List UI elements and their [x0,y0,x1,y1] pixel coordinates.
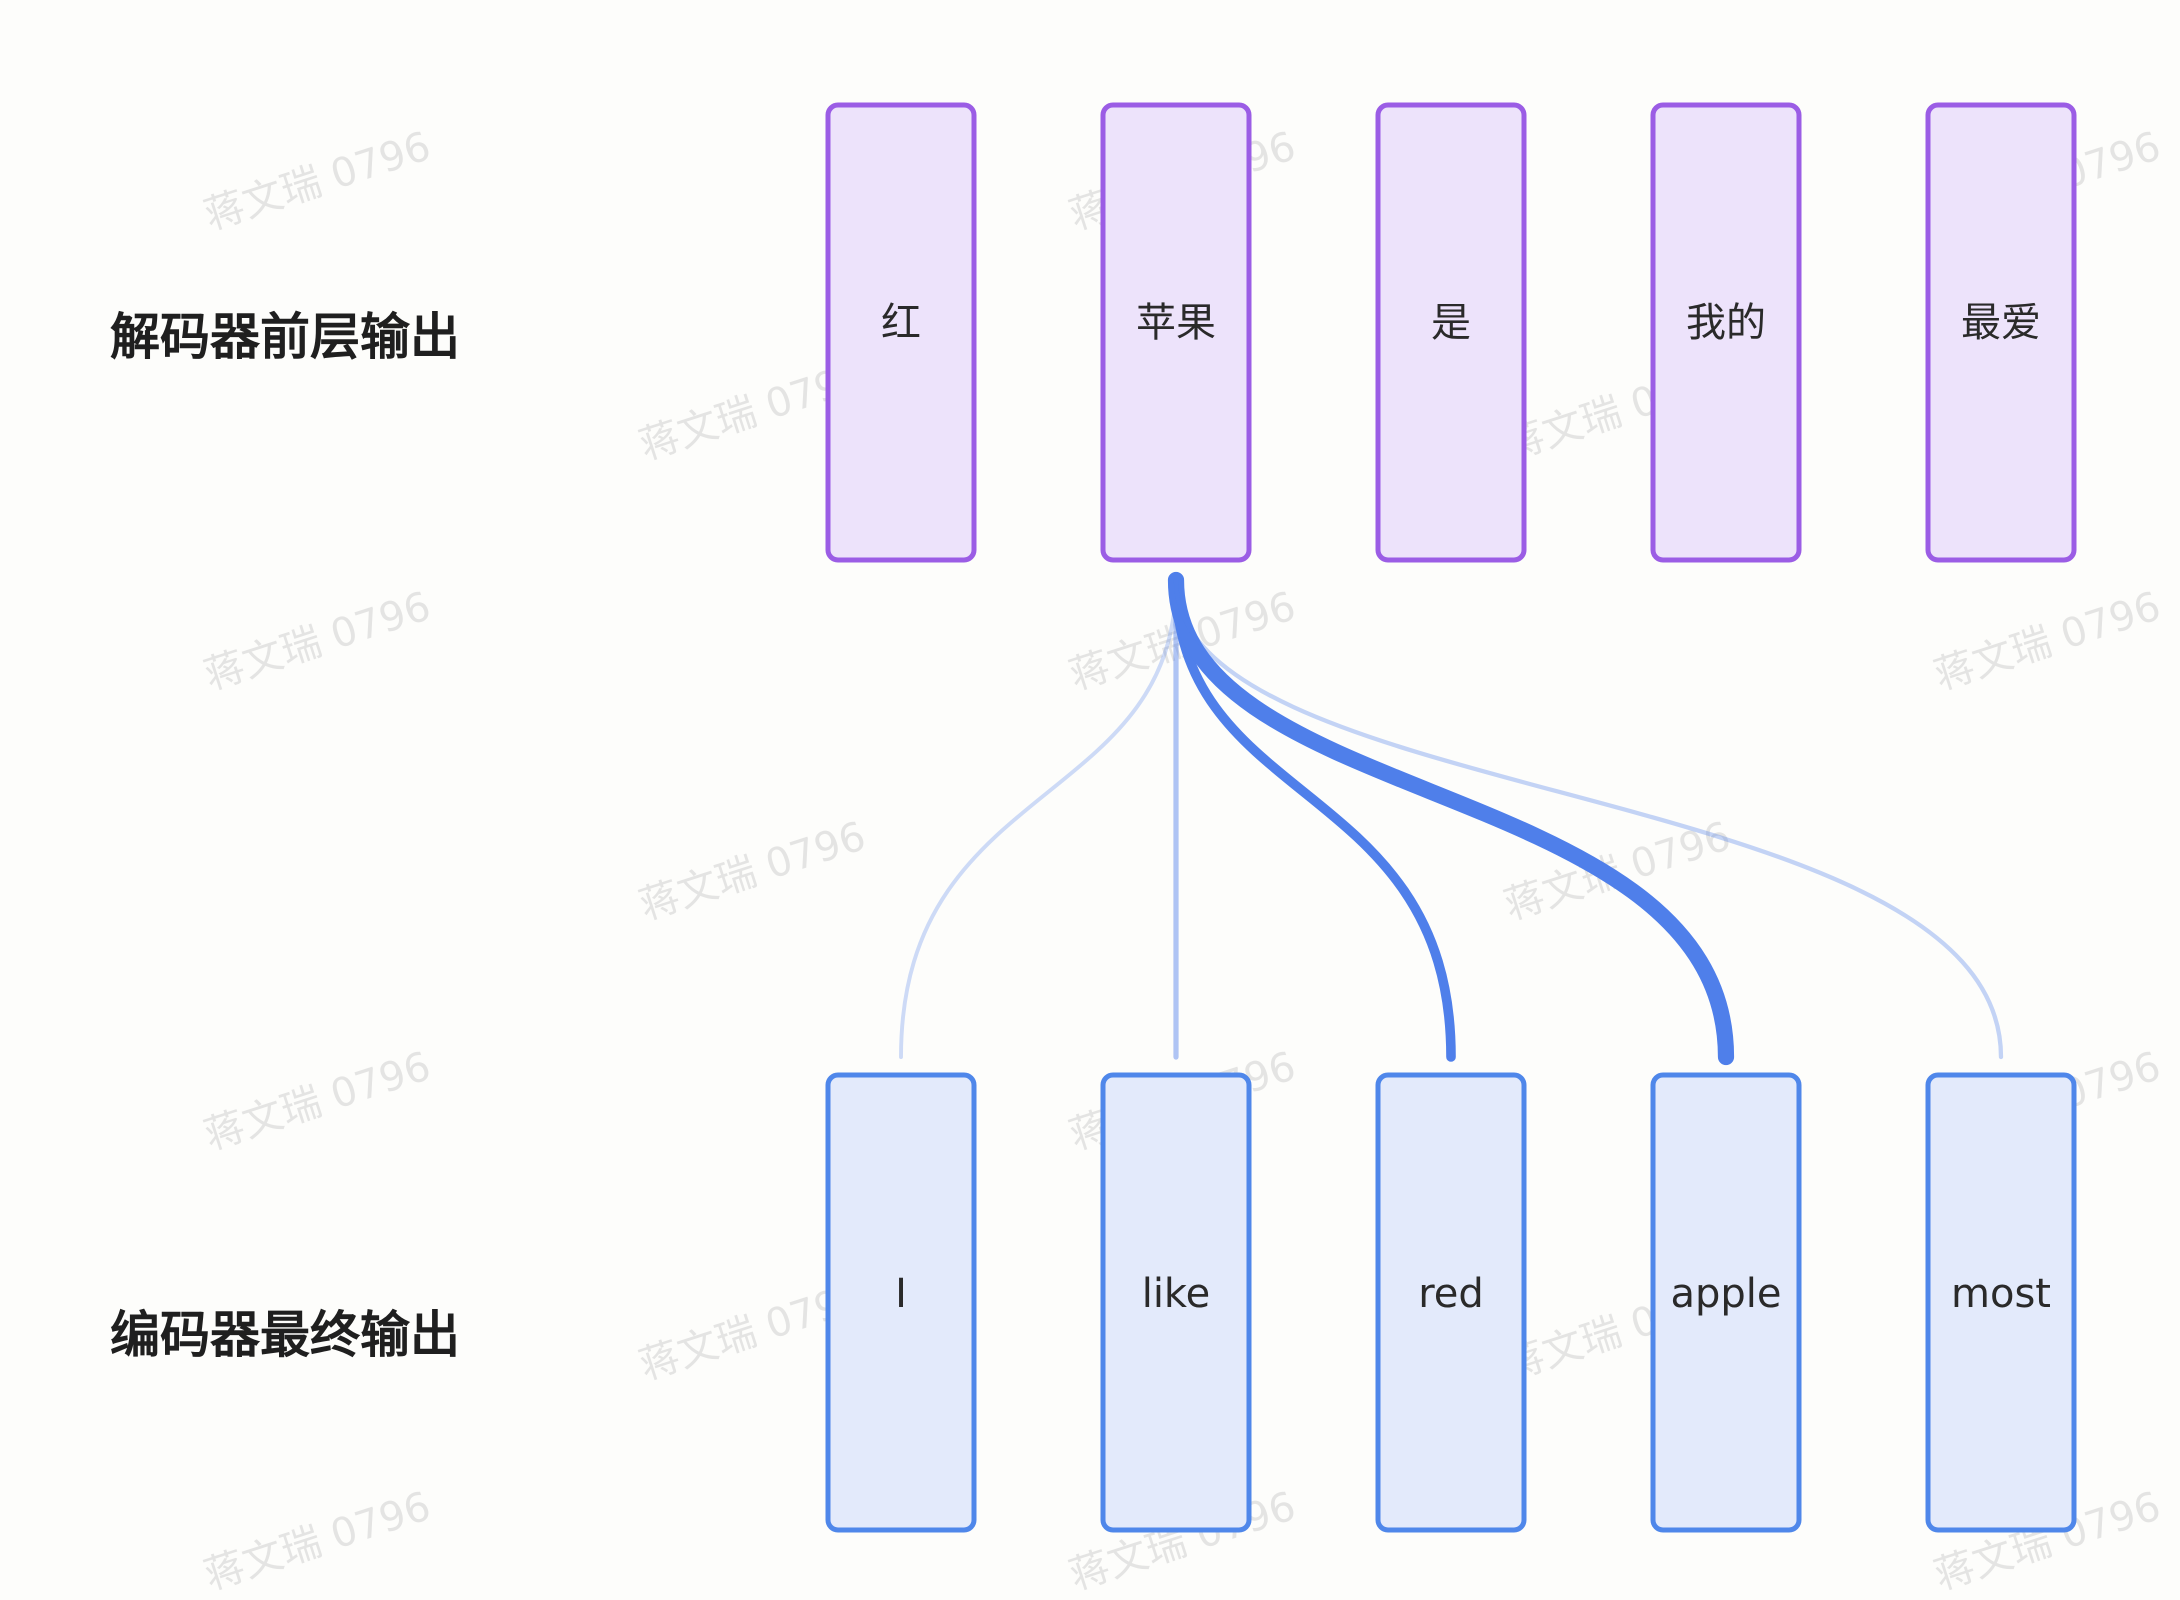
decoder-token: 是 [1375,102,1527,563]
attention-link [1167,571,1735,1066]
watermark-text: 蒋文瑞 0796 [199,583,436,699]
decoder-token-label: 最爱 [1961,300,2041,346]
decoder-token: 红 [825,102,977,563]
attention-link [1171,575,1456,1062]
encoder-token-box [1100,1072,1252,1533]
decoder-token-label: 我的 [1686,300,1766,346]
encoder-token-label: most [1951,1271,2051,1317]
watermark-text: 蒋文瑞 0796 [199,123,436,239]
decoder-token-label: 红 [881,300,921,346]
decoder-token-label: 苹果 [1136,300,1216,346]
decoder-row-label: 解码器前层输出 [110,308,460,366]
encoder-token: most [1925,1072,2077,1533]
decoder-token-box [1925,102,2077,563]
decoder-token-box [1375,102,1527,563]
encoder-token-row: I like red apple most [825,1072,2077,1533]
encoder-token: I [825,1072,977,1533]
encoder-token-label: like [1142,1271,1211,1317]
encoder-token-box [1650,1072,1802,1533]
encoder-token-box [1925,1072,2077,1533]
attention-connections [899,571,2004,1066]
decoder-token-label: 是 [1431,300,1471,346]
decoder-token-box [1650,102,1802,563]
decoder-token: 苹果 [1100,102,1252,563]
decoder-token-box [1100,102,1252,563]
decoder-token: 我的 [1650,102,1802,563]
encoder-token-label: red [1418,1271,1484,1317]
watermark-text: 蒋文瑞 0796 [634,813,871,929]
decoder-token-box [825,102,977,563]
encoder-token: apple [1650,1072,1802,1533]
encoder-token-box [825,1072,977,1533]
encoder-token: red [1375,1072,1527,1533]
attention-link [1173,577,2004,1060]
watermark-text: 蒋文瑞 0796 [199,1483,436,1599]
encoder-token-label: I [895,1271,907,1317]
watermark-text: 蒋文瑞 0796 [199,1043,436,1159]
encoder-token: like [1100,1072,1252,1533]
watermark-text: 蒋文瑞 0796 [1929,583,2166,699]
encoder-token-label: apple [1670,1271,1781,1317]
attention-link [899,578,1178,1059]
decoder-token-row: 红 苹果 是 我的 最爱 [825,102,2077,563]
decoder-token: 最爱 [1925,102,2077,563]
encoder-row-label: 编码器最终输出 [110,1306,460,1364]
encoder-token-box [1375,1072,1527,1533]
